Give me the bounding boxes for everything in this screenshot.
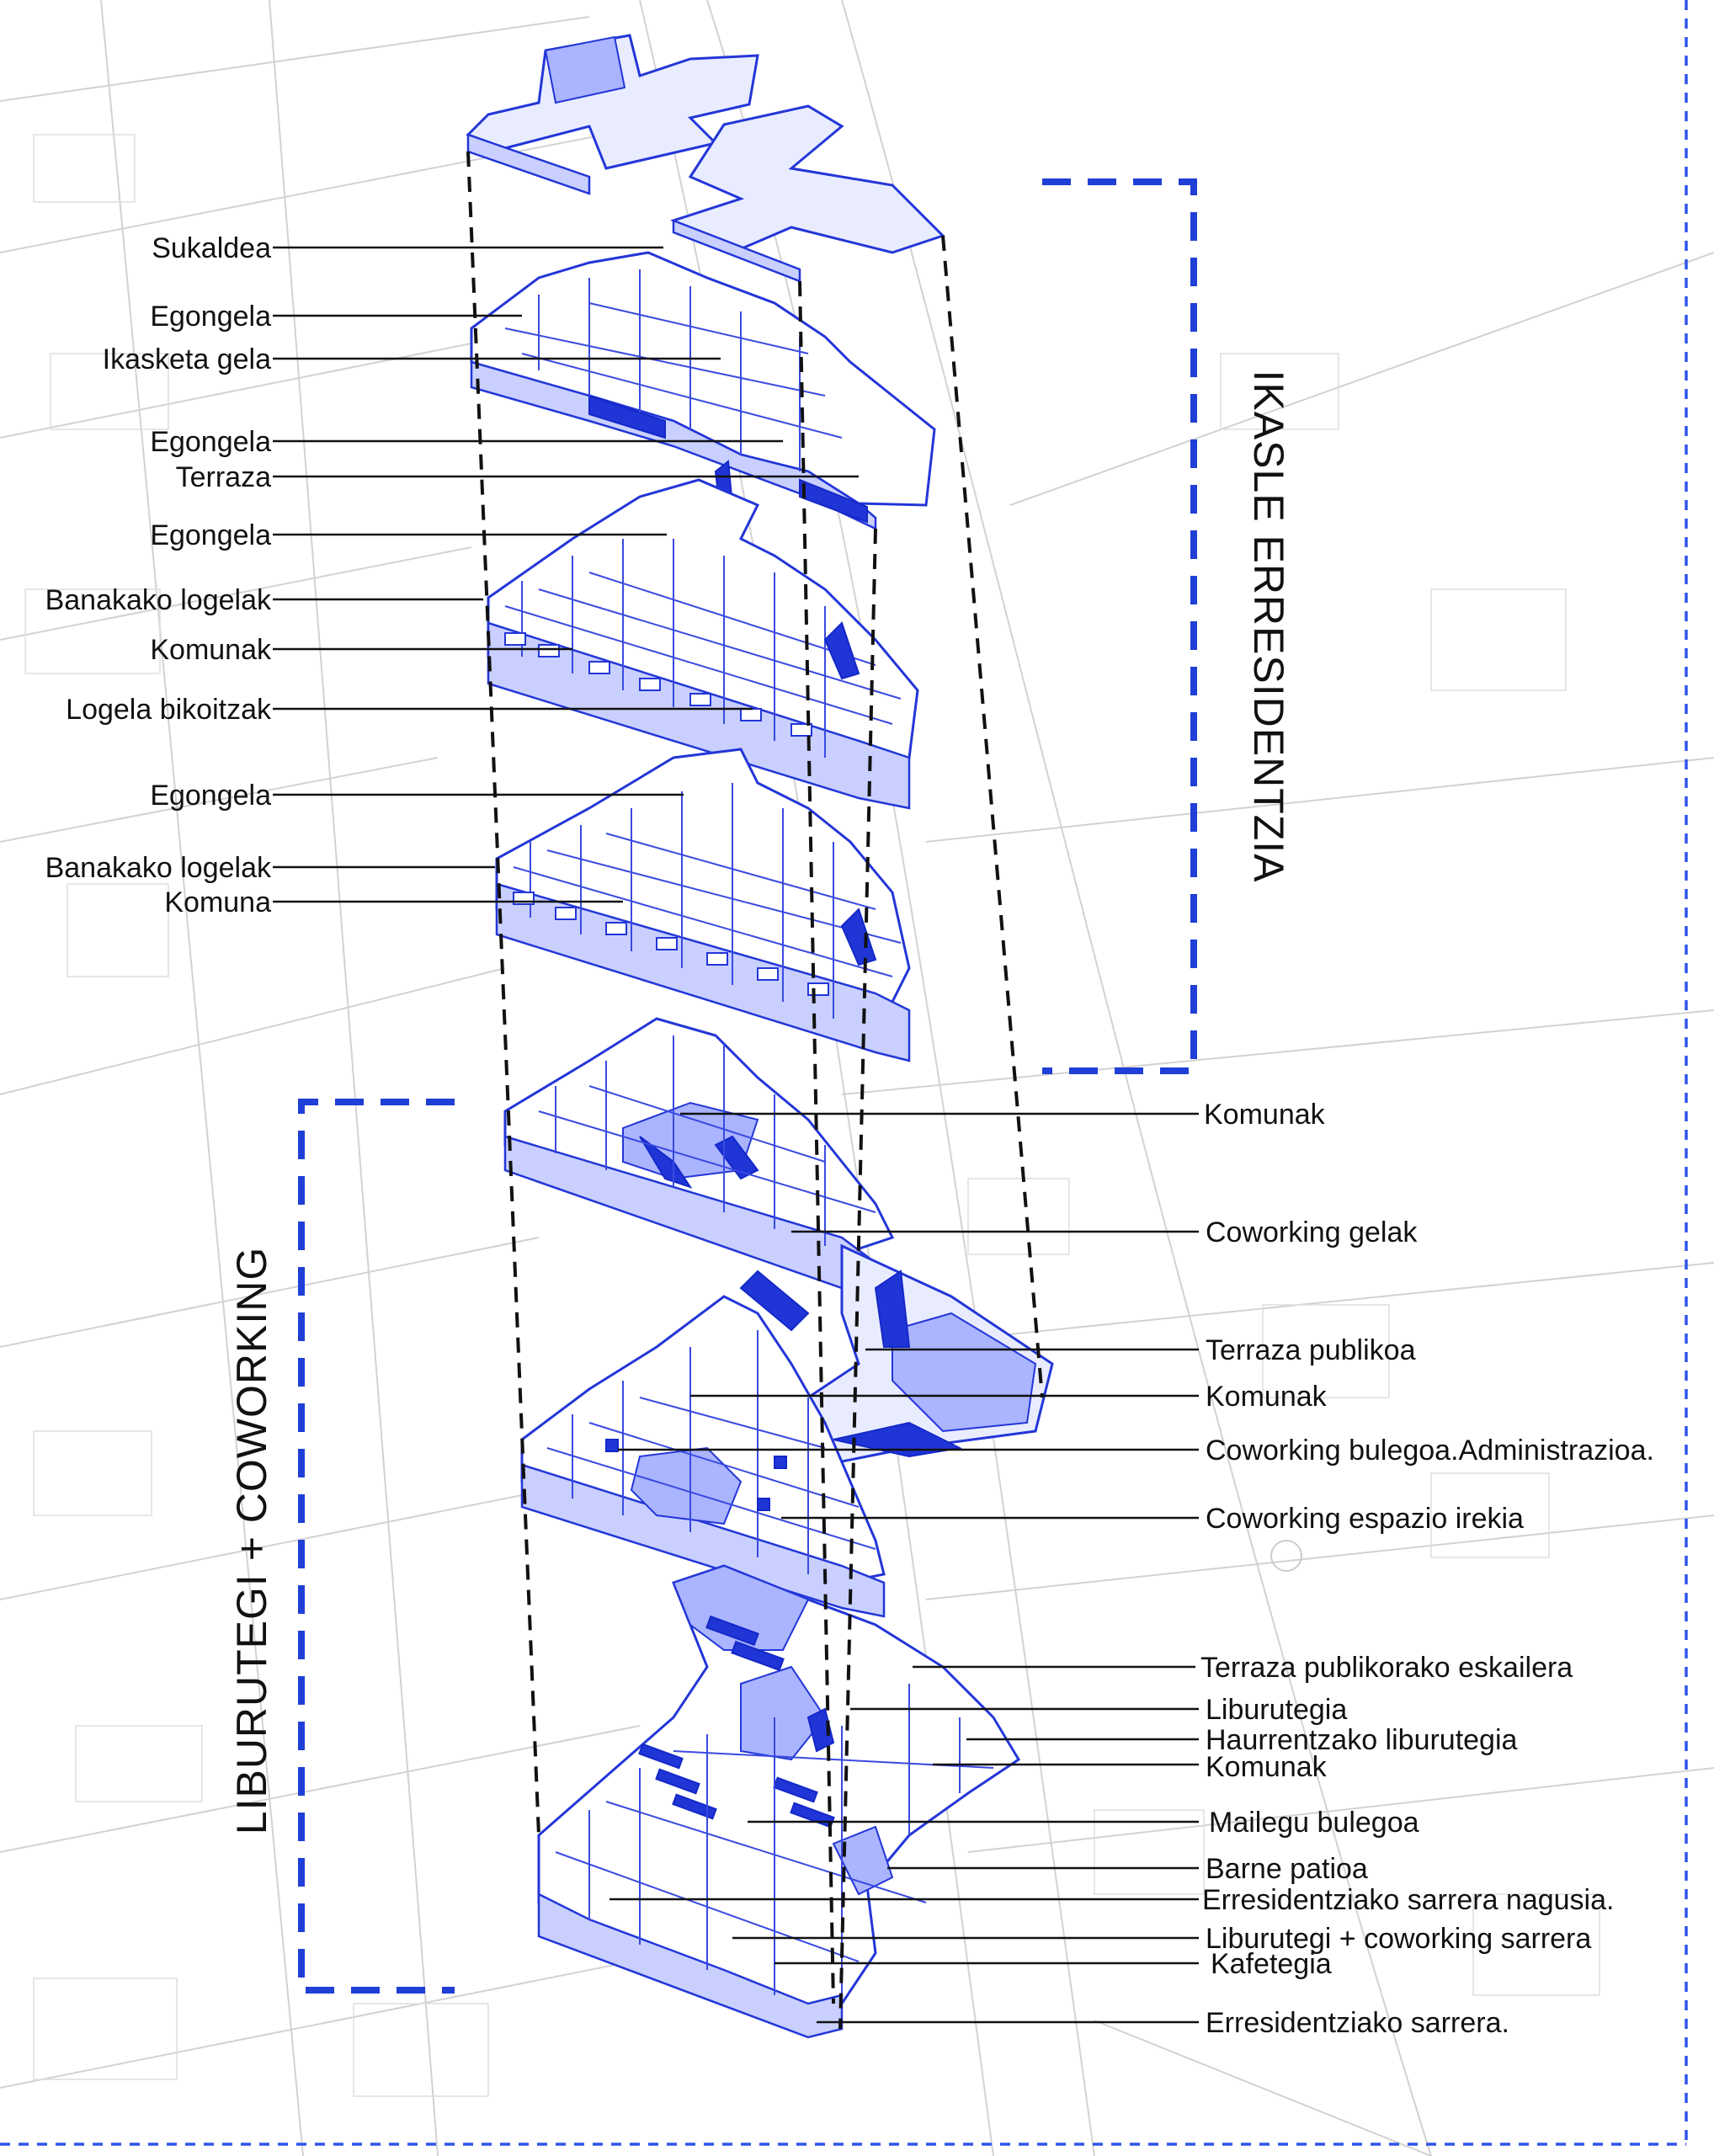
right-labels: Komunak Coworking gelak Terraza publikoa…: [1200, 1099, 1654, 2039]
leader-lines: [273, 246, 1199, 2024]
left-labels: Sukaldea Egongela Ikasketa gela Egongela…: [45, 232, 272, 918]
floor-3: [495, 748, 911, 1062]
label-komunak-1: Komunak: [150, 634, 272, 666]
building-axonometric: [466, 34, 1054, 2039]
label-egongela-2: Egongela: [150, 426, 271, 458]
label-coworking-bulegoa: Coworking bulegoa.Administrazioa.: [1206, 1435, 1654, 1467]
library-bracket: [298, 1099, 455, 1994]
section-title-library: LIBURUTEGI + COWORKING: [228, 1247, 275, 1834]
label-erresidentzia-sarrera-nagusia: Erresidentziako sarrera nagusia.: [1202, 1884, 1614, 1916]
label-haurrentzako-liburutegia: Haurrentzako liburutegia: [1206, 1724, 1518, 1756]
label-terraza: Terraza: [176, 461, 271, 493]
label-banakako-logelak-2: Banakako logelak: [45, 852, 272, 884]
label-banakako-logelak-1: Banakako logelak: [45, 584, 272, 616]
label-egongela-4: Egongela: [150, 780, 271, 812]
label-barne-patioa: Barne patioa: [1206, 1853, 1368, 1885]
label-coworking-gelak: Coworking gelak: [1206, 1216, 1418, 1248]
label-komuna: Komuna: [164, 886, 271, 918]
section-title-residence: IKASLE ERRESIDENTZIA: [1245, 370, 1292, 882]
floor-5: [470, 251, 936, 530]
floor-4: [487, 478, 919, 810]
label-egongela-3: Egongela: [150, 519, 271, 551]
ground-floor: [537, 1564, 1021, 2039]
label-kafetegia: Kafetegia: [1211, 1948, 1332, 1980]
label-terraza-eskailera: Terraza publikorako eskailera: [1200, 1652, 1573, 1684]
label-erresidentzia-sarrera: Erresidentziako sarrera.: [1206, 2007, 1509, 2039]
label-ikasketa-gela: Ikasketa gela: [103, 343, 271, 375]
label-coworking-espazio-irekia: Coworking espazio irekia: [1206, 1503, 1524, 1535]
projection-lines: [466, 151, 1044, 2030]
label-terraza-publikoa: Terraza publikoa: [1206, 1334, 1416, 1366]
label-komunak-4: Komunak: [1206, 1751, 1328, 1783]
label-komunak-2: Komunak: [1204, 1099, 1326, 1131]
label-komunak-3: Komunak: [1206, 1381, 1328, 1413]
label-sukaldea: Sukaldea: [152, 232, 271, 264]
label-liburutegia: Liburutegia: [1206, 1694, 1347, 1726]
floor-2: [503, 1017, 895, 1298]
label-mailegu-bulegoa: Mailegu bulegoa: [1209, 1807, 1419, 1839]
label-logela-bikoitzak: Logela bikoitzak: [66, 694, 272, 726]
floor-1: [520, 1295, 886, 1618]
residence-bracket: [1042, 178, 1197, 1074]
label-liburutegi-coworking-sarrera: Liburutegi + coworking sarrera: [1206, 1923, 1591, 1955]
roof-level: [466, 34, 945, 283]
label-egongela-1: Egongela: [150, 301, 271, 333]
